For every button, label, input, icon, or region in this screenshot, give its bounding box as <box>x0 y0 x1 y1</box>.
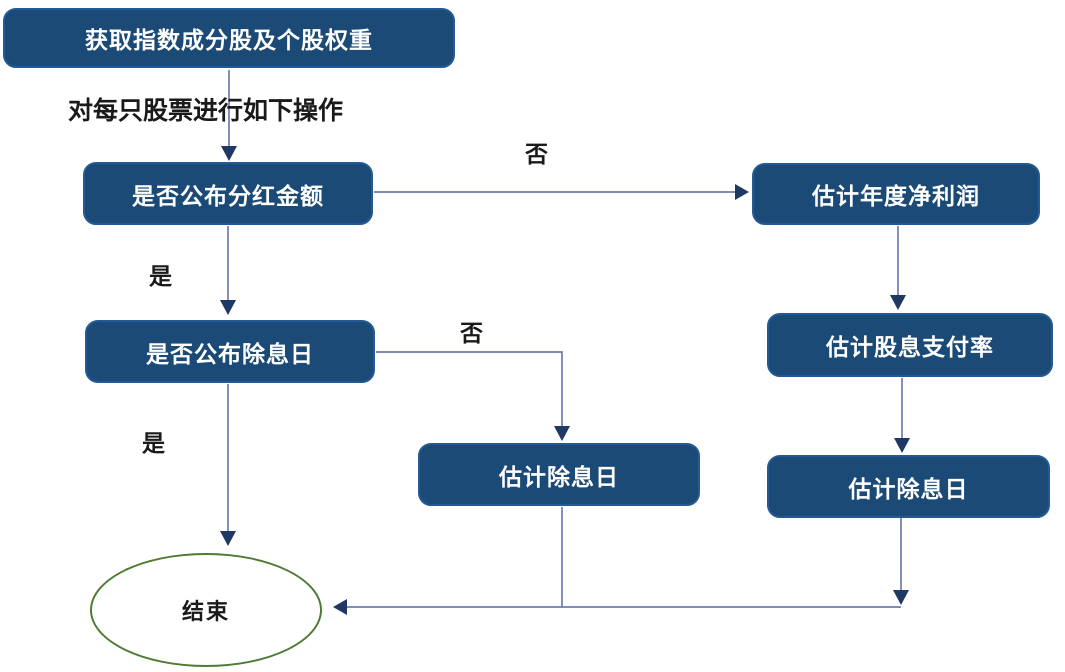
edge-est-payout-to-est-exdate <box>894 378 910 453</box>
edge-q-exdate-yes <box>220 384 236 546</box>
loop-note-label: 对每只股票进行如下操作 <box>68 97 344 125</box>
node-q-dividend: 是否公布分红金额 <box>83 162 373 225</box>
node-end: 结束 <box>90 553 322 667</box>
node-est-exdate-mid: 估计除息日 <box>418 443 700 506</box>
edge-start-to-q-dividend <box>221 70 237 161</box>
edge-est-profit-to-est-payout <box>890 226 906 310</box>
node-est-payout: 估计股息支付率 <box>767 313 1053 377</box>
edge-est-exdate-right-to-merge <box>893 514 909 605</box>
node-start: 获取指数成分股及个股权重 <box>3 8 455 68</box>
edge-label-no-top: 否 <box>525 141 548 167</box>
node-est-exdate-right: 估计除息日 <box>767 455 1050 518</box>
edge-label-yes-1: 是 <box>149 263 172 289</box>
edge-q-dividend-no <box>374 184 749 200</box>
edge-label-no-mid: 否 <box>460 320 483 346</box>
edge-q-dividend-yes <box>220 226 236 315</box>
node-est-profit: 估计年度净利润 <box>752 163 1040 225</box>
node-q-exdate: 是否公布除息日 <box>85 320 375 383</box>
edge-q-exdate-no <box>376 351 570 441</box>
edge-label-yes-2: 是 <box>142 430 165 456</box>
edge-merge-to-end <box>333 599 901 615</box>
